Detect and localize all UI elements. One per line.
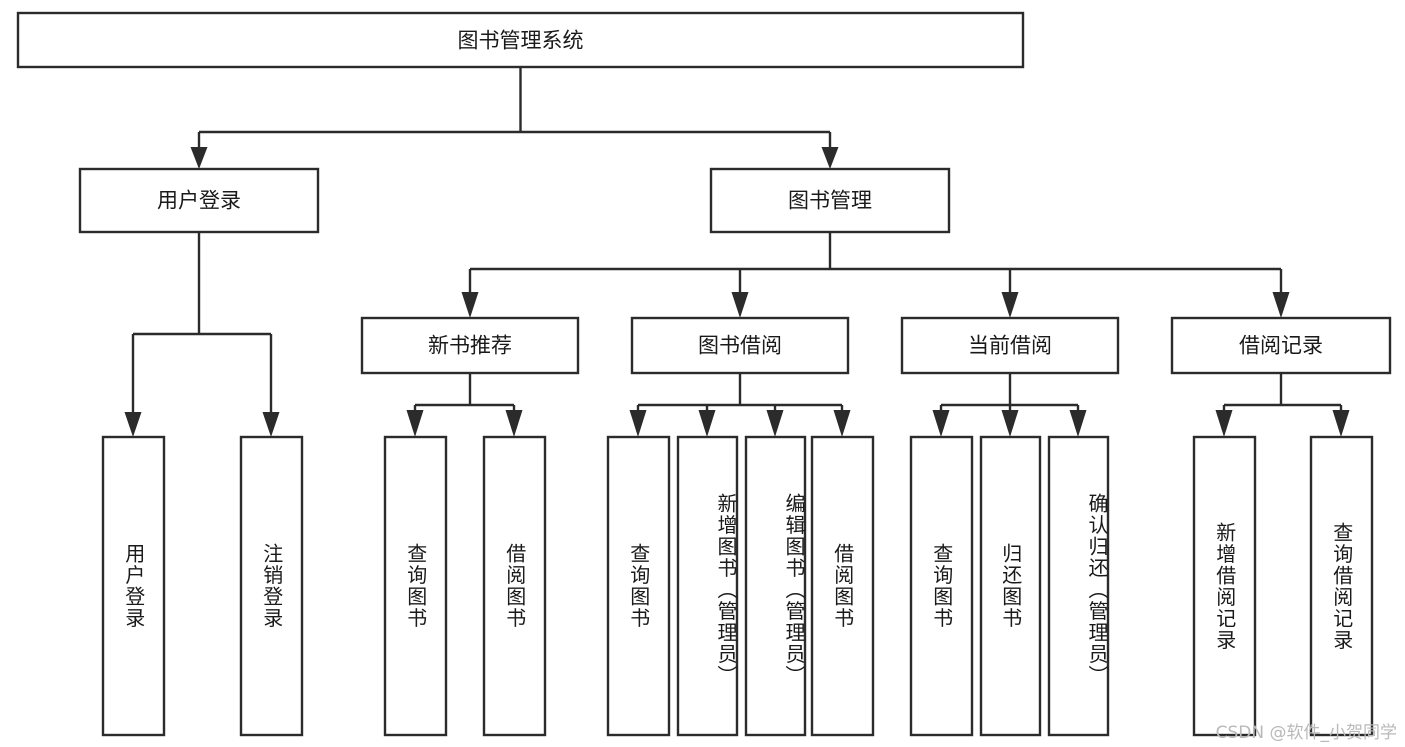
node-leaf-edit-book-box[interactable] xyxy=(744,435,807,737)
node-new-book-recommend[interactable]: 新书推荐 xyxy=(360,316,580,375)
arrow-into-leaf-query-book-3 xyxy=(932,410,950,437)
node-leaf-query-book-1-box[interactable] xyxy=(383,435,448,737)
node-leaf-query-record-box[interactable] xyxy=(1309,435,1374,737)
node-book-management[interactable]: 图书管理 xyxy=(709,167,951,234)
arrow-into-user-login xyxy=(190,147,208,169)
node-current-borrow[interactable]: 当前借阅 xyxy=(900,316,1120,375)
arrow-into-new-book-recommend xyxy=(461,292,479,318)
node-root[interactable]: 图书管理系统 xyxy=(16,11,1025,69)
node-new-book-recommend-label: 新书推荐 xyxy=(428,334,512,358)
arrow-into-leaf-confirm-return xyxy=(1069,410,1087,437)
connector-group-book-management-to-level3 xyxy=(461,232,1290,318)
node-borrow-record-label: 借阅记录 xyxy=(1239,334,1323,358)
node-leaf-add-book-box[interactable] xyxy=(676,435,739,737)
connector-group-borrow-record-to-leaves xyxy=(1215,373,1350,437)
node-leaf-confirm-return-box[interactable] xyxy=(1047,435,1110,737)
arrow-into-leaf-return-book xyxy=(1001,410,1019,437)
node-user-login[interactable]: 用户登录 xyxy=(78,167,320,234)
arrow-into-leaf-user-login xyxy=(124,412,142,437)
node-book-borrow-label: 图书借阅 xyxy=(698,334,782,358)
arrow-into-current-borrow xyxy=(1001,292,1019,318)
node-borrow-record-box[interactable] xyxy=(1170,316,1392,375)
arrow-into-leaf-query-book-2 xyxy=(629,410,647,437)
connector-group-book-borrow-to-leaves xyxy=(629,373,851,437)
connector-group-new-book-to-leaves xyxy=(406,373,523,437)
node-root-label: 图书管理系统 xyxy=(458,29,584,53)
node-book-borrow[interactable]: 图书借阅 xyxy=(630,316,850,375)
node-book-borrow-box[interactable] xyxy=(630,316,850,375)
arrow-into-leaf-edit-book xyxy=(766,410,784,437)
connector-group-current-borrow-to-leaves xyxy=(932,373,1087,437)
node-book-management-box[interactable] xyxy=(709,167,951,234)
node-leaf-borrow-book-1-box[interactable] xyxy=(482,435,547,737)
node-user-login-box[interactable] xyxy=(78,167,320,234)
node-leaf-return-book-box[interactable] xyxy=(979,435,1042,737)
arrow-into-leaf-add-book xyxy=(698,410,716,437)
node-book-management-label: 图书管理 xyxy=(788,189,872,213)
arrow-into-book-management xyxy=(821,147,839,169)
connector-group-root-to-level2 xyxy=(190,67,839,169)
node-leaf-logout-login-box[interactable] xyxy=(239,435,304,737)
arrow-into-leaf-logout-login xyxy=(262,412,280,437)
node-leaf-add-record-box[interactable] xyxy=(1192,435,1257,737)
node-borrow-record[interactable]: 借阅记录 xyxy=(1170,316,1392,375)
connector-group-user-login-to-leaves xyxy=(124,232,280,437)
node-current-borrow-box[interactable] xyxy=(900,316,1120,375)
node-root-box[interactable] xyxy=(16,11,1025,69)
node-new-book-recommend-box[interactable] xyxy=(360,316,580,375)
csdn-watermark: CSDN @软件_小贺同学 xyxy=(1215,723,1397,743)
node-leaf-borrow-book-2-box[interactable] xyxy=(810,435,875,737)
arrow-into-leaf-add-record xyxy=(1215,410,1233,437)
node-current-borrow-label: 当前借阅 xyxy=(968,334,1052,358)
node-leaf-user-login-box[interactable] xyxy=(101,435,166,737)
arrow-into-leaf-query-book-1 xyxy=(406,410,424,437)
arrow-into-leaf-query-record xyxy=(1332,410,1350,437)
arrow-into-book-borrow xyxy=(731,292,749,318)
arrow-into-borrow-record xyxy=(1272,292,1290,318)
arrow-into-leaf-borrow-book-1 xyxy=(505,410,523,437)
arrow-into-leaf-borrow-book-2 xyxy=(833,410,851,437)
node-user-login-label: 用户登录 xyxy=(157,189,241,213)
node-leaf-query-book-3-box[interactable] xyxy=(909,435,974,737)
node-leaf-query-book-2-box[interactable] xyxy=(606,435,671,737)
